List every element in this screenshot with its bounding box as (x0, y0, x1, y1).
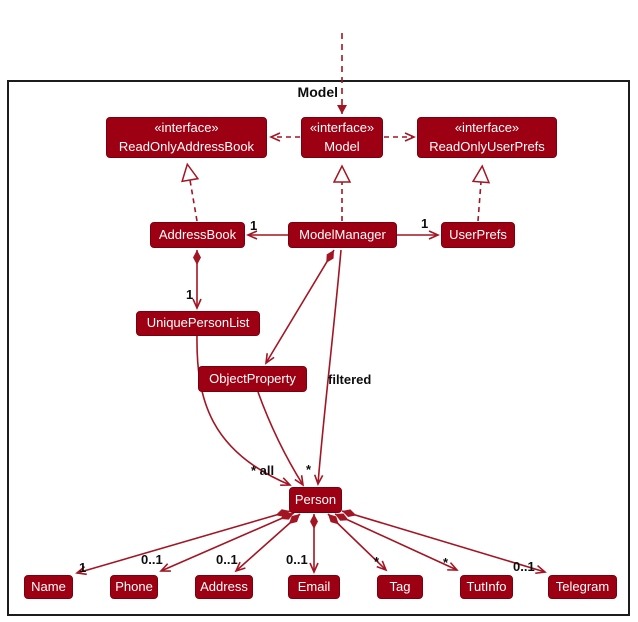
class-name-label: TutInfo (466, 578, 507, 594)
class-name-label: AddressBook (158, 226, 237, 242)
class-name-attribute: Name (24, 575, 73, 599)
multiplicity-person-tag: * (374, 554, 380, 569)
class-name-label: Name (31, 578, 66, 594)
frame-title: Model (297, 84, 338, 100)
stereotype-label: «interface» (309, 120, 375, 136)
class-addressbook: AddressBook (150, 222, 245, 248)
edge-uniquepersonlist-to-person (196, 334, 292, 487)
multiplicity-person-name: 1 (79, 560, 87, 575)
class-person: Person (289, 487, 342, 513)
class-name-label: Address (200, 578, 248, 594)
class-model-interface: «interface» Model (301, 117, 383, 158)
stereotype-label: «interface» (154, 120, 219, 136)
multiplicity-person-tutinfo: * (443, 555, 449, 570)
class-readonlyaddressbook: «interface» ReadOnlyAddressBook (106, 117, 267, 158)
class-phone: Phone (110, 575, 158, 599)
model-frame-border (7, 80, 630, 616)
edge-modelmanager-filtered-person (313, 249, 342, 486)
class-name-label: Model (324, 138, 360, 154)
multiplicity-modelmanager-userprefs: 1 (421, 216, 429, 231)
edge-person-to-address (234, 513, 301, 573)
multiplicity-person-telegram: 0..1 (513, 559, 535, 574)
class-objectproperty: ObjectProperty (198, 366, 307, 392)
class-readonlyuserprefs: «interface» ReadOnlyUserPrefs (417, 117, 557, 158)
class-name-label: UserPrefs (449, 226, 507, 242)
edge-objectproperty-to-person (257, 391, 305, 487)
class-name-label: Telegram (555, 578, 610, 594)
class-name-label: ReadOnlyAddressBook (118, 138, 255, 154)
edge-person-to-tutinfo (334, 513, 459, 571)
multiplicity-modelmanager-person: * (306, 462, 312, 477)
class-name-label: Tag (389, 578, 411, 594)
class-tutinfo: TutInfo (460, 575, 513, 599)
edge-modelmanager-to-objectproperty (264, 249, 335, 365)
class-name-label: Person (294, 491, 337, 507)
class-address: Address (195, 575, 253, 599)
multiplicity-person-phone: 0..1 (141, 552, 163, 567)
class-uniquepersonlist: UniquePersonList (136, 311, 260, 336)
edge-person-to-name (75, 509, 291, 576)
class-name-label: ObjectProperty (209, 370, 296, 386)
multiplicity-modelmanager-addressbook: 1 (250, 218, 258, 233)
class-name-label: UniquePersonList (146, 315, 250, 331)
class-modelmanager: ModelManager (288, 222, 397, 248)
stereotype-label: «interface» (454, 120, 520, 136)
class-name-label: ModelManager (299, 226, 386, 242)
multiplicity-person-address: 0..1 (216, 552, 238, 567)
multiplicity-person-email: 0..1 (286, 552, 308, 567)
edge-addressbook-realizes-readonlyaddressbook (190, 180, 197, 222)
class-telegram: Telegram (548, 575, 617, 599)
multiplicity-uniquepersonlist-person: * all (251, 463, 275, 478)
multiplicity-addressbook-uniquepersonlist: 1 (186, 287, 194, 302)
class-userprefs: UserPrefs (441, 222, 515, 248)
class-tag: Tag (377, 575, 423, 599)
class-email: Email (288, 575, 340, 599)
edge-userprefs-realizes-readonlyuserprefs (478, 182, 481, 222)
association-label-filtered: filtered (328, 372, 372, 387)
edge-person-to-telegram (341, 509, 547, 575)
class-name-label: Email (297, 578, 331, 594)
class-name-label: Phone (115, 578, 153, 594)
class-name-label: ReadOnlyUserPrefs (429, 138, 545, 154)
